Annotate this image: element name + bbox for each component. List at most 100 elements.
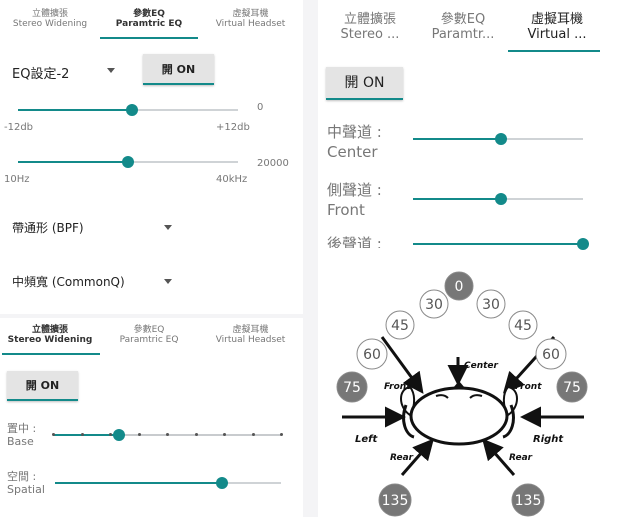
slider-tick-dot bbox=[251, 433, 255, 436]
tab-stereo-widening[interactable]: 立體擴張 Stereo ... bbox=[326, 12, 414, 43]
angle-label: 75 bbox=[563, 380, 581, 396]
tab-stereo-widening[interactable]: 立體擴張 Stereo Widening bbox=[0, 325, 100, 346]
center-channel-label-en: Center bbox=[327, 143, 378, 162]
tab-parametric-eq[interactable]: 參數EQ Paramtric EQ bbox=[100, 9, 198, 30]
tab-indicator bbox=[2, 353, 100, 355]
gain-slider-fill bbox=[18, 109, 133, 111]
gain-max-label: +12db bbox=[216, 122, 250, 133]
rear-channel-slider-fill bbox=[413, 243, 583, 245]
direction-labels: Center Front Front Left Right Rear Rear bbox=[355, 361, 564, 463]
slider-tick-dot bbox=[280, 433, 283, 436]
left-jaw bbox=[402, 404, 415, 439]
spatial-label: 空間 : Spatial bbox=[7, 470, 45, 496]
angle-circle bbox=[444, 271, 474, 301]
label-front-left: Front bbox=[384, 382, 411, 392]
arrow-front-left bbox=[380, 336, 424, 394]
eq-on-button[interactable]: 開 ON bbox=[143, 54, 214, 85]
angle-circle bbox=[419, 289, 449, 319]
slider-tick-dot bbox=[166, 433, 169, 436]
left-eyebrow bbox=[435, 394, 449, 399]
side-channel-slider-thumb[interactable] bbox=[495, 193, 508, 205]
gain-min-label: -12db bbox=[4, 122, 34, 133]
tab-label-zh: 虛擬耳機 bbox=[232, 325, 269, 335]
angle-label: 60 bbox=[363, 347, 381, 363]
angle-marker: 30 bbox=[419, 289, 449, 319]
center-channel-label: 中聲道 : Center bbox=[327, 122, 382, 163]
head-outline bbox=[409, 386, 509, 446]
on-button-label: 開 ON bbox=[25, 379, 60, 392]
tab-label-zh: 虛擬耳機 bbox=[530, 12, 583, 27]
angle-label: 30 bbox=[425, 297, 443, 313]
label-rear-left: Rear bbox=[390, 453, 414, 463]
angle-marker: 45 bbox=[508, 310, 538, 340]
on-button-label: 開 ON bbox=[161, 63, 196, 76]
angle-circle bbox=[385, 310, 415, 340]
nose bbox=[453, 381, 465, 388]
tab-parametric-eq[interactable]: 參數EQ Paramtric EQ bbox=[100, 325, 198, 346]
tab-virtual-headset[interactable]: 虛擬耳機 Virtual ... bbox=[510, 12, 604, 43]
chevron-down-icon[interactable] bbox=[107, 68, 115, 73]
eq-panel: 立體擴張 Stereo Widening 參數EQ Paramtric EQ 虛… bbox=[0, 0, 303, 314]
tab-label-zh: 參數EQ bbox=[440, 12, 486, 27]
tab-label-en: Virtual Headset bbox=[215, 19, 286, 30]
center-label-zh: 置中 : bbox=[7, 422, 37, 435]
side-channel-label-zh: 側聲道 : bbox=[327, 181, 382, 199]
angle-marker: 135 bbox=[511, 483, 545, 517]
arrow-rear-right bbox=[482, 438, 516, 476]
center-slider-fill bbox=[53, 434, 118, 436]
rear-channel-slider-thumb[interactable] bbox=[577, 238, 589, 250]
angle-circle bbox=[476, 289, 506, 319]
angle-circle bbox=[378, 483, 412, 517]
spatial-slider-thumb[interactable] bbox=[216, 477, 229, 489]
angle-circle bbox=[535, 338, 567, 370]
angle-marker: 60 bbox=[535, 338, 567, 370]
tab-virtual-headset[interactable]: 虛擬耳機 Virtual Headset bbox=[198, 325, 303, 346]
stereo-on-button[interactable]: 開 ON bbox=[7, 371, 78, 401]
freq-max-label: 40kHz bbox=[216, 174, 248, 185]
tab-label-en: Paramtr... bbox=[431, 26, 495, 42]
q-width-select[interactable]: 中頻寬 (CommonQ) bbox=[12, 275, 125, 289]
slider-tick-dot bbox=[80, 433, 84, 436]
angle-marker: 60 bbox=[356, 338, 388, 370]
tab-label-en: Virtual ... bbox=[527, 26, 587, 42]
chevron-down-icon[interactable] bbox=[164, 279, 172, 284]
spatial-slider-fill bbox=[55, 482, 223, 484]
virtual-on-button[interactable]: 開 ON bbox=[326, 67, 403, 100]
tab-label-zh: 立體擴張 bbox=[31, 325, 68, 335]
center-label: 置中 : Base bbox=[7, 422, 36, 448]
center-channel-slider-fill bbox=[413, 138, 502, 140]
angle-circle bbox=[556, 371, 588, 403]
filter-type-select[interactable]: 帶通形 (BPF) bbox=[12, 221, 84, 235]
tab-stereo-widening[interactable]: 立體擴張 Stereo Widening bbox=[0, 9, 100, 30]
stereo-panel: 立體擴張 Stereo Widening 參數EQ Paramtric EQ 虛… bbox=[0, 318, 303, 517]
slider-tick-dot bbox=[137, 433, 141, 436]
right-jaw bbox=[502, 404, 515, 439]
eq-preset-select[interactable]: EQ設定-2 bbox=[12, 67, 70, 82]
slider-tick-dot bbox=[52, 433, 55, 436]
angle-label: 45 bbox=[514, 318, 532, 334]
freq-slider-thumb[interactable] bbox=[122, 156, 134, 168]
gain-slider-thumb[interactable] bbox=[126, 104, 139, 116]
angle-circle bbox=[508, 310, 538, 340]
angle-marker: 0 bbox=[444, 271, 474, 301]
chevron-down-icon[interactable] bbox=[164, 225, 172, 230]
label-left: Left bbox=[355, 434, 379, 445]
angle-marker: 30 bbox=[476, 289, 506, 319]
right-eyebrow bbox=[469, 394, 483, 399]
center-channel-slider-thumb[interactable] bbox=[495, 133, 508, 145]
tab-virtual-headset[interactable]: 虛擬耳機 Virtual Headset bbox=[198, 9, 303, 30]
center-channel-label-zh: 中聲道 : bbox=[327, 123, 382, 141]
center-slider-thumb[interactable] bbox=[113, 429, 125, 441]
tab-label-zh: 參數EQ bbox=[133, 9, 165, 19]
tab-label-zh: 參數EQ bbox=[133, 325, 165, 335]
label-right: Right bbox=[533, 434, 564, 445]
tab-indicator bbox=[508, 50, 600, 52]
freq-slider-fill bbox=[18, 161, 128, 163]
spatial-label-zh: 空間 : bbox=[7, 470, 37, 483]
tab-parametric-eq[interactable]: 參數EQ Paramtr... bbox=[418, 12, 508, 43]
tab-label-zh: 虛擬耳機 bbox=[232, 9, 269, 19]
slider-tick-dot bbox=[194, 433, 198, 436]
rear-channel-label-zh: 後聲道 : bbox=[327, 235, 382, 248]
